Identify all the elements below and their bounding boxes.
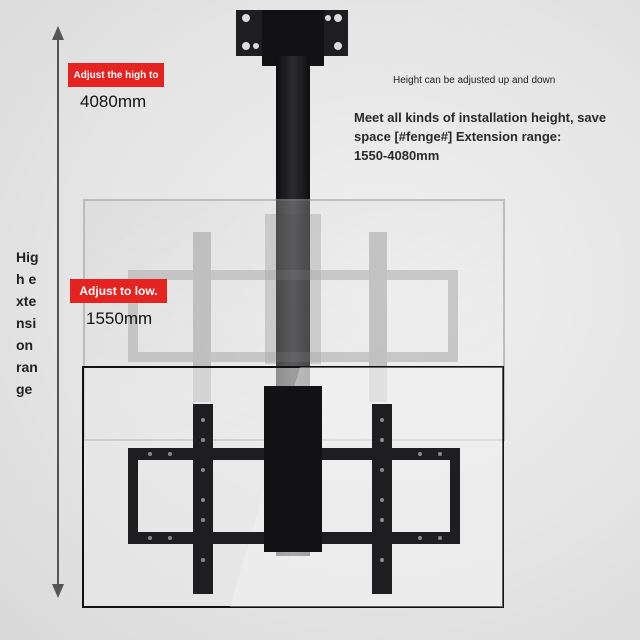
adjust-high-value: 4080mm: [80, 92, 147, 111]
height-arrow-icon: [52, 26, 64, 598]
vertical-label-line: Hig: [16, 249, 39, 265]
ceiling-plate: [236, 10, 348, 66]
vertical-label-line: ge: [16, 381, 33, 397]
extension-range-vertical-label: Hig h e xte nsi on ran ge: [16, 246, 50, 400]
vertical-label-line: xte: [16, 293, 37, 309]
adjust-low-tag: Adjust to low.: [70, 279, 167, 303]
height-adjust-note: Height can be adjusted up and down: [393, 75, 556, 86]
vertical-label-line: on: [16, 337, 34, 353]
vertical-label-line: ran: [16, 359, 38, 375]
vertical-label-line: h e: [16, 271, 37, 287]
installation-note: Meet all kinds of installation height, s…: [354, 108, 638, 165]
installation-note-line: space [#fenge#] Extension range:: [354, 129, 562, 144]
vertical-label-line: nsi: [16, 315, 37, 331]
installation-note-line: 1550-4080mm: [354, 148, 440, 163]
tv-low-position: [82, 366, 504, 608]
installation-note-line: Meet all kinds of installation height, s…: [354, 110, 607, 125]
adjust-high-tag: Adjust the high to: [68, 63, 164, 87]
adjust-low-value: 1550mm: [86, 309, 153, 328]
